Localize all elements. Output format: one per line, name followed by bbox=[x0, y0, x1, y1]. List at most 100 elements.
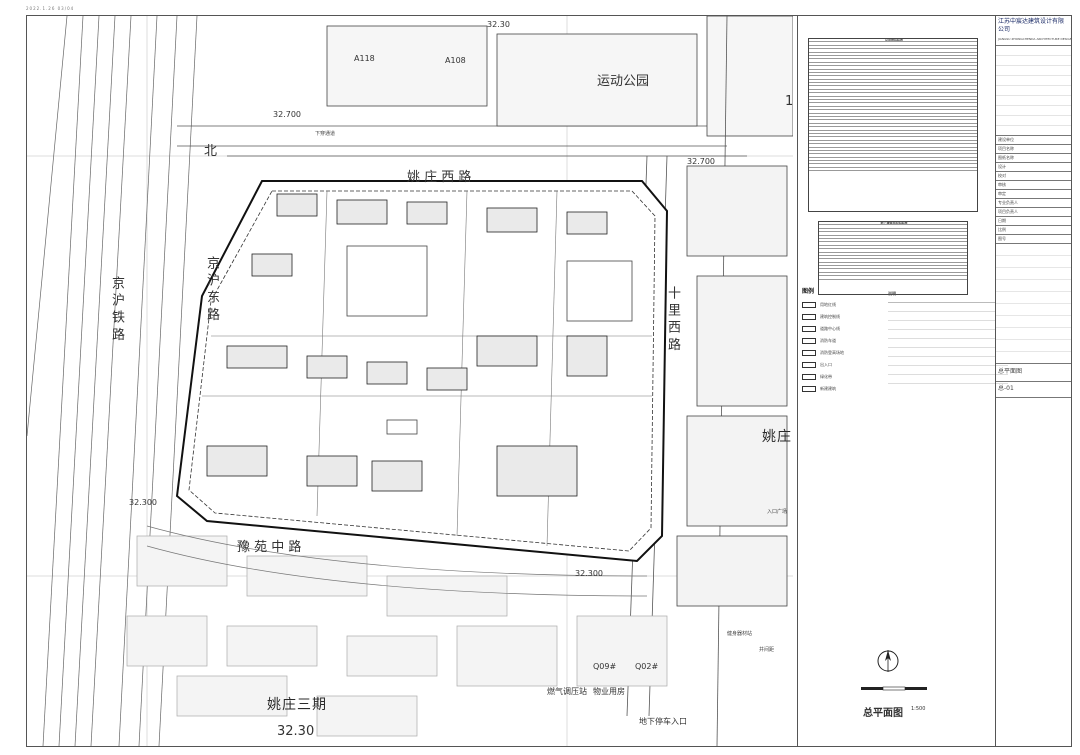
indicator-table-row bbox=[809, 73, 977, 77]
elevation-1: 32.700 bbox=[273, 110, 301, 119]
indicator-table-row bbox=[809, 66, 977, 70]
indicator-table-row bbox=[809, 53, 977, 56]
elevation-5: 32.30 bbox=[277, 724, 315, 739]
area-table-row bbox=[819, 269, 967, 273]
indicator-table-row bbox=[809, 134, 977, 138]
page-header: 2022.1.26 03/04 bbox=[26, 6, 75, 11]
building-a108: A108 bbox=[445, 56, 466, 65]
indicator-table-row bbox=[809, 100, 977, 104]
road-yaozhuang-west: 姚 庄 西 路 bbox=[407, 170, 472, 185]
elevation-3: 32.300 bbox=[129, 498, 157, 507]
legend-label: 建筑控制线 bbox=[820, 314, 840, 319]
notes: 说明 bbox=[888, 288, 1008, 392]
legend-label: 道路中心线 bbox=[820, 326, 840, 331]
indicator-table-row bbox=[809, 56, 977, 60]
title-block-cell: 项目名称 bbox=[996, 145, 1071, 154]
park-label: 运动公园 bbox=[597, 74, 650, 89]
legend-label: 新建建筑 bbox=[820, 386, 836, 391]
indicator-table: 总用地指标表 bbox=[808, 38, 978, 212]
scale-ratio: 1:500 bbox=[911, 706, 926, 712]
indicator-table-row bbox=[809, 93, 977, 97]
title-block-cell: 图纸名称 bbox=[996, 154, 1071, 163]
area-table-row bbox=[819, 232, 967, 236]
indicator-table-row bbox=[809, 151, 977, 155]
company-name-en: JIANGSU ZHONGCHENDA ARCHITECTURE DESIGN … bbox=[996, 36, 1071, 46]
area-table-row bbox=[819, 229, 967, 233]
area-table-row bbox=[819, 266, 967, 270]
legend-swatch bbox=[802, 374, 816, 380]
indicator-table-row bbox=[809, 164, 977, 168]
indicator-table-row bbox=[809, 114, 977, 117]
indicator-table-row bbox=[809, 127, 977, 131]
indicator-table-row bbox=[809, 103, 977, 107]
area-table-title: 地上建筑面积指标表 bbox=[819, 222, 967, 226]
indicator-table-row bbox=[809, 120, 977, 124]
road-jinghu-east: 京 沪 东 路 bbox=[204, 256, 219, 321]
title-block-cell: 校对 bbox=[996, 172, 1071, 181]
parking-label: 地下停车入口 bbox=[639, 717, 687, 726]
legend-title: 图例 bbox=[802, 288, 815, 295]
legend-label: 消防车道 bbox=[820, 338, 836, 343]
area-table: 地上建筑面积指标表 bbox=[818, 221, 968, 295]
indicator-table-row bbox=[809, 161, 977, 165]
indicator-table-row bbox=[809, 97, 977, 101]
indicator-table-row bbox=[809, 168, 977, 172]
indicator-table-row bbox=[809, 80, 977, 84]
legend-item: 绿化带 bbox=[802, 371, 882, 383]
indicator-table-row bbox=[809, 86, 977, 90]
title-block-cell: 审定 bbox=[996, 190, 1071, 199]
indicator-table-row bbox=[809, 154, 977, 158]
legend-item: 道路中心线 bbox=[802, 323, 882, 335]
legend-swatch bbox=[802, 314, 816, 320]
indicator-table-row bbox=[809, 141, 977, 145]
area-table-row bbox=[819, 239, 967, 243]
indicator-table-row bbox=[809, 46, 977, 50]
building-q09: Q09# bbox=[593, 662, 617, 671]
legend-item: 建筑控制线 bbox=[802, 311, 882, 323]
legend-swatch bbox=[802, 386, 816, 392]
indicator-table-row bbox=[809, 70, 977, 73]
company-info bbox=[996, 46, 1071, 136]
title-block: 江苏中宸达建筑设计有限公司 JIANGSU ZHONGCHENDA ARCHIT… bbox=[995, 16, 1071, 746]
area-table-row bbox=[819, 276, 967, 280]
indicator-table-row bbox=[809, 148, 977, 151]
legend-item: 新建建筑 bbox=[802, 383, 882, 395]
legend-swatch bbox=[802, 362, 816, 368]
elevation-4: 32.300 bbox=[575, 569, 603, 578]
area-table-row bbox=[819, 263, 967, 267]
indicator-table-row bbox=[809, 131, 977, 134]
legend-swatch bbox=[802, 350, 816, 356]
legend-label: 用地红线 bbox=[820, 302, 836, 307]
indicator-table-row bbox=[809, 42, 977, 46]
yaozhuang3-label: 姚庄三期 bbox=[267, 697, 327, 713]
drawing-title: 总平面图 bbox=[996, 364, 1071, 382]
road-east: 十 里 西 路 bbox=[665, 286, 680, 351]
indicator-table-row bbox=[809, 59, 977, 63]
side-panel: 总用地指标表 地上建筑面积指标表 图例 用地红线建筑控制线道路中心线消防车道消防… bbox=[797, 16, 1071, 746]
elevation-6: 32.30 bbox=[487, 20, 510, 29]
north-arrow-label: 北 bbox=[204, 144, 218, 159]
drawing-number: 总-01 bbox=[996, 382, 1071, 398]
site-plan-drawing bbox=[27, 16, 793, 746]
company-name: 江苏中宸达建筑设计有限公司 bbox=[998, 18, 1065, 33]
area-table-row bbox=[819, 273, 967, 277]
scale-bar bbox=[855, 678, 955, 697]
title-block-cell: 审核 bbox=[996, 181, 1071, 190]
area-table-row bbox=[819, 242, 967, 246]
area-table-row bbox=[819, 249, 967, 253]
indicator-table-row bbox=[809, 110, 977, 114]
legend: 图例 用地红线建筑控制线道路中心线消防车道消防登高场地出入口绿化带新建建筑 bbox=[802, 286, 882, 395]
title-block-cell: 建设单位 bbox=[996, 136, 1071, 145]
indicator-table-row bbox=[809, 83, 977, 87]
well-label: 井间距 bbox=[759, 647, 775, 653]
indicator-table-row bbox=[809, 90, 977, 94]
indicator-table-row bbox=[809, 117, 977, 121]
elevation-2: 32.700 bbox=[687, 157, 715, 166]
title-block-cell: 日期 bbox=[996, 217, 1071, 226]
entrance-label: 入口广场 bbox=[767, 509, 788, 515]
legend-item: 出入口 bbox=[802, 359, 882, 371]
indicator-table-title: 总用地指标表 bbox=[809, 39, 977, 43]
legend-swatch bbox=[802, 326, 816, 332]
area-table-rows bbox=[819, 225, 967, 280]
notes-title: 说明 bbox=[888, 291, 896, 296]
